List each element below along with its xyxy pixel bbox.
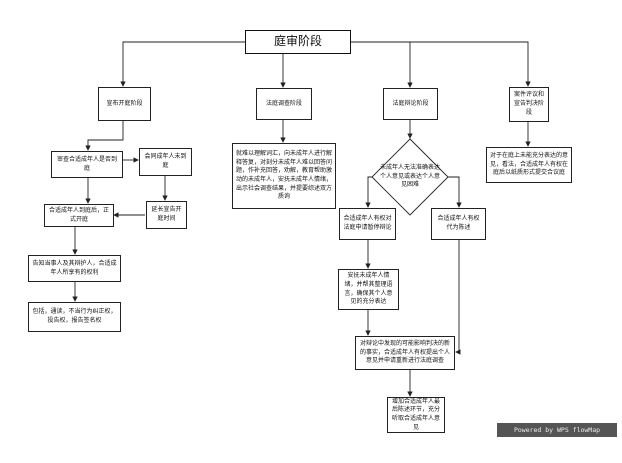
raise-new-facts: 对辩论中发现的可能影响判决的新的事实，合适成年人有权提出个人意见并申请重新进行法… [355,336,455,370]
stage-debate: 法庭辩论阶段 [383,88,438,120]
rights-detail: 包括，通读，不当行为纠正权，投告权，报告签名权 [28,302,121,332]
decision-to-left [365,176,372,208]
inform-rights: 告知当事人及其辩护人，合适成年人所享有的权利 [28,255,121,282]
decision-text: 未成年人无法准确表达个人意见或表达个人意见困难 [380,163,441,189]
stage-investigation: 法庭调查阶段 [256,88,312,120]
decision-diamond [371,138,449,216]
stage-opening: 宣布开庭阶段 [98,87,151,121]
title-right-line [350,41,531,87]
right-to-final [455,240,461,355]
submit-written-opinion: 对于在庭上未能充分表达的意见，看法，合适成年人有权在庭后以纸质形式提交合议庭 [486,147,572,183]
title-left-line [120,41,245,87]
diagram-title: 庭审阶段 [245,30,351,54]
stage-judgment: 案件评议和宣告判决阶段 [509,87,549,122]
investigation-detail: 就难以理解词汇，向未成年人进行解释答复，对刻分未成年人难以回答问题，作补充回答，… [232,143,336,209]
check-adult-present: 审查合适成年人是否到庭 [51,151,123,178]
speak-on-behalf: 合适成年人有权代为陈述 [431,208,486,240]
s1-to-check [85,121,124,151]
request-pause: 合适成年人有权对法庭申请暂停辩论 [339,208,396,240]
calm-minor: 安抚未成年人情绪，并帮其整理语言，确保其个人意见的充分表达 [338,269,399,310]
adult-absent: 会同成年人未到庭 [139,148,192,176]
adult-arrived: 合适成年人到庭后，正式开庭 [44,204,114,227]
final-statement: 增加合适成年人最后陈述环节，充分听取合适成年人意见 [387,397,445,433]
watermark-label: Powered by WPS flowMap [497,423,617,437]
decision-to-right [448,176,462,208]
postpone-opening: 延长宣告开庭时间 [146,201,187,229]
